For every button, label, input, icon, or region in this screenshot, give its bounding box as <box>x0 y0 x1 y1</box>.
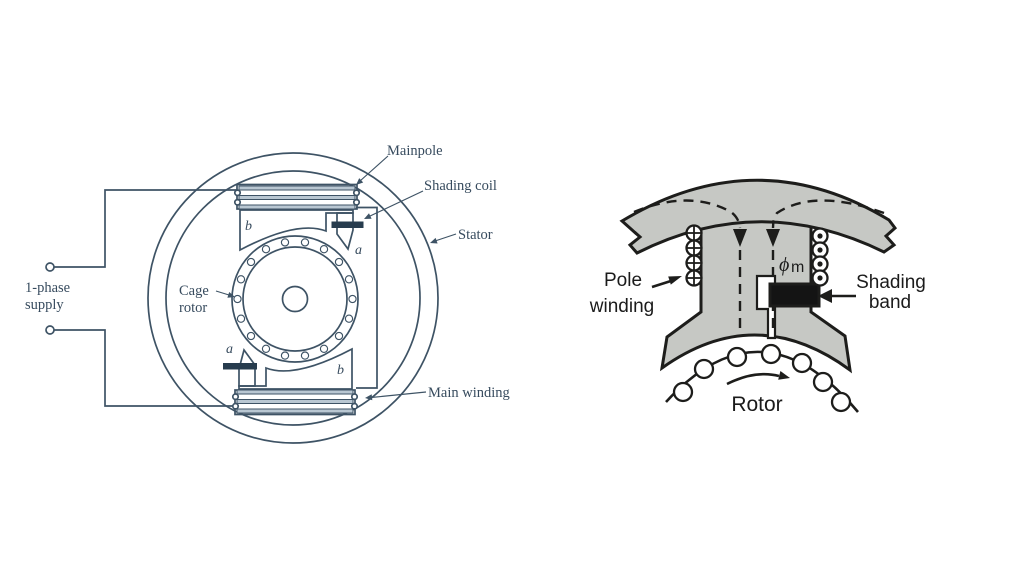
winding-bar <box>238 185 356 191</box>
pole-letter-a-bottom: a <box>226 342 233 357</box>
winding-end-loop <box>233 189 242 197</box>
flux-arrowhead-right <box>766 229 780 247</box>
pole-letter-b-top: b <box>245 219 252 234</box>
shaded-pole-closeup-diagram: Pole winding Shading band Rotor ϕ m <box>589 178 926 416</box>
rotor-bars <box>233 238 357 360</box>
supply-label-line2: supply <box>25 297 64 313</box>
stator-label: Stator <box>458 227 493 243</box>
winding-end-loop <box>352 189 361 197</box>
main-pole-top <box>233 183 361 252</box>
winding-bar <box>238 204 356 210</box>
motor-cross-section-diagram: b a a b 1-phase supply Mainpole Shading … <box>25 143 510 444</box>
pole-body <box>239 209 354 252</box>
main-pole-bottom <box>231 348 359 416</box>
winding-bar <box>238 195 356 200</box>
mainpole-label: Mainpole <box>387 143 443 159</box>
flux-subscript: m <box>791 259 804 276</box>
pole-winding-label-line1: Pole <box>604 270 642 291</box>
cage-rotor-label-line2: rotor <box>179 300 207 316</box>
pole-winding-right-coil <box>811 227 829 287</box>
main-winding-label: Main winding <box>428 385 510 401</box>
rotor-label: Rotor <box>731 393 782 416</box>
pole-letter-b-bottom: b <box>337 363 344 378</box>
pole-winding-left-coil <box>685 224 703 287</box>
pole-winding-arrowhead <box>668 276 682 285</box>
shading-band <box>768 282 821 308</box>
rotation-arrow-curve <box>726 372 780 386</box>
rotor-outer-circle <box>231 235 359 363</box>
supply-wire-top <box>54 189 237 268</box>
shading-band-arrowhead <box>818 289 832 303</box>
rotation-arrowhead <box>778 371 790 380</box>
pole-letter-a-top: a <box>355 243 362 258</box>
rotor-inner-circle <box>242 246 348 352</box>
winding-end-loop <box>233 198 242 206</box>
rotor-shaft <box>281 285 309 313</box>
stator-outer-ring <box>147 152 439 444</box>
shading-coil-bar-top <box>331 221 364 228</box>
pole-winding-label-line2: winding <box>589 296 654 317</box>
rotor-conductors <box>672 343 852 413</box>
supply-terminal-bottom <box>45 325 55 335</box>
flux-phi-symbol: ϕ <box>779 254 789 276</box>
shading-coil-bar-bottom <box>223 363 257 370</box>
stator-inner-ring <box>165 170 421 426</box>
supply-label-line1: 1-phase <box>25 280 70 296</box>
leader-lines <box>215 155 457 401</box>
supply-wire-bottom <box>54 329 235 407</box>
stator-yoke-arc <box>619 178 898 255</box>
shading-band-label-line1: Shading <box>856 272 926 293</box>
winding-end-loop <box>352 198 361 206</box>
supply-terminal-top <box>45 262 55 272</box>
winding-series-wire <box>356 206 378 389</box>
pole-shaded-tip <box>336 212 354 251</box>
cage-rotor-label-line1: Cage <box>179 283 209 299</box>
shading-coil-label: Shading coil <box>424 178 497 194</box>
flux-arrowhead-left <box>733 229 747 247</box>
cage-rotor <box>231 235 359 363</box>
shading-band-label-line2: band <box>869 292 911 313</box>
